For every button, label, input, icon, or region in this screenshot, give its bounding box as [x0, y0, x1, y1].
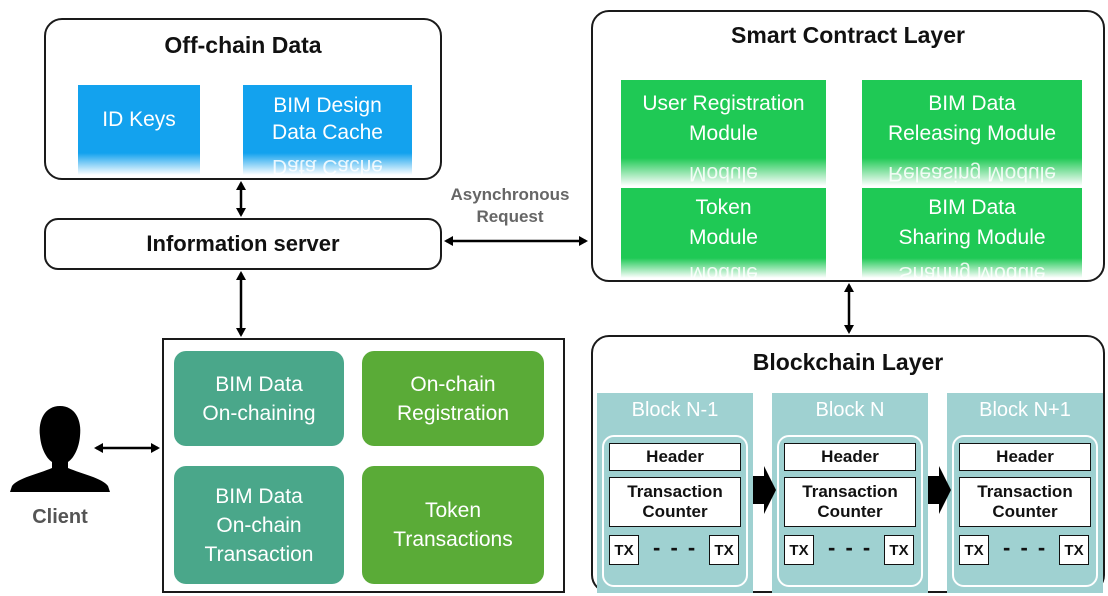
- tx-box: TX: [959, 535, 989, 565]
- design-cache-reflection: Data Cache: [243, 153, 412, 175]
- counter-line2: Counter: [992, 502, 1058, 521]
- block-inner-frame: [777, 435, 923, 587]
- block-inner-frame: [602, 435, 748, 587]
- module-label-line1: User Registration: [642, 92, 805, 115]
- block-n: Block N Header Transaction Counter TX - …: [772, 393, 928, 593]
- module-bim-sharing: BIM Data Sharing Module: [862, 188, 1082, 258]
- item-line: On-chaining: [202, 401, 316, 425]
- block-link-arrow: [753, 466, 776, 514]
- module-reflection: Module: [621, 258, 826, 278]
- counter-line1: Transaction: [977, 482, 1073, 501]
- header-box: Header: [784, 443, 916, 471]
- item-line: Transactions: [393, 528, 513, 551]
- offchain-title: Off-chain Data: [164, 32, 322, 58]
- bim-on-chain-transaction-box: BIM Data On-chain Transaction: [174, 466, 344, 584]
- header-label: Header: [646, 447, 704, 466]
- block-label: Block N+1: [979, 399, 1071, 421]
- transaction-counter-box: Transaction Counter: [959, 477, 1091, 527]
- tx-ellipsis: - - -: [828, 535, 873, 560]
- design-cache-line1: BIM Design: [273, 94, 382, 117]
- blockchain-title: Blockchain Layer: [752, 349, 944, 375]
- async-line2: Request: [476, 207, 544, 226]
- design-cache-line2: Data Cache: [272, 121, 383, 144]
- header-box: Header: [959, 443, 1091, 471]
- module-reflection: Releasing Module: [862, 158, 1082, 186]
- token-transactions-box: Token Transactions: [362, 466, 544, 584]
- tx-box: TX: [884, 535, 914, 565]
- item-line: On-chain: [216, 513, 302, 537]
- block-n-plus-1: Block N+1 Header Transaction Counter TX …: [947, 393, 1103, 593]
- transaction-counter-box: Transaction Counter: [609, 477, 741, 527]
- header-label: Header: [996, 447, 1054, 466]
- tx-label: TX: [614, 541, 634, 559]
- design-cache-box: BIM Design Data Cache: [243, 85, 412, 153]
- tx-box: TX: [609, 535, 639, 565]
- module-reflection: Module: [621, 158, 826, 186]
- id-keys-label: ID Keys: [102, 107, 176, 131]
- block-link-arrow: [928, 466, 951, 514]
- module-label-line2: Module: [689, 122, 758, 145]
- information-server-label: Information server: [146, 231, 340, 256]
- tx-box: TX: [1059, 535, 1089, 565]
- async-line1: Asynchronous: [450, 185, 570, 204]
- item-line: BIM Data: [215, 372, 303, 396]
- bim-on-chaining-box: BIM Data On-chaining: [174, 351, 344, 446]
- counter-line2: Counter: [642, 502, 708, 521]
- module-reflection: Sharing Module: [862, 258, 1082, 278]
- module-label-line2: Module: [689, 226, 758, 249]
- counter-line2: Counter: [817, 502, 883, 521]
- transaction-counter-box: Transaction Counter: [784, 477, 916, 527]
- tx-ellipsis: - - -: [1003, 535, 1048, 560]
- header-label: Header: [821, 447, 879, 466]
- item-line: Transaction: [204, 542, 314, 566]
- module-label-line1: BIM Data: [928, 92, 1016, 115]
- async-request-label: Asynchronous Request: [430, 184, 590, 228]
- smart-contract-title: Smart Contract Layer: [731, 22, 965, 48]
- id-keys-reflection: [78, 153, 200, 175]
- module-token: Token Module: [621, 188, 826, 258]
- module-label-line1: Token: [695, 196, 752, 219]
- item-line: Registration: [396, 401, 510, 425]
- module-user-registration: User Registration Module: [621, 80, 826, 158]
- tx-label: TX: [714, 541, 734, 559]
- tx-label: TX: [889, 541, 909, 559]
- header-box: Header: [609, 443, 741, 471]
- tx-label: TX: [964, 541, 984, 559]
- information-server: Information server: [44, 218, 442, 270]
- tx-box: TX: [784, 535, 814, 565]
- tx-box: TX: [709, 535, 739, 565]
- module-label-line1: BIM Data: [928, 196, 1016, 219]
- block-label: Block N: [815, 399, 885, 421]
- item-line: Token: [424, 499, 482, 522]
- module-label-line2: Releasing Module: [887, 122, 1057, 145]
- counter-line1: Transaction: [627, 482, 723, 501]
- block-n-minus-1: Block N-1 Header Transaction Counter TX …: [597, 393, 753, 593]
- client-label: Client: [32, 506, 88, 528]
- tx-label: TX: [1064, 541, 1084, 559]
- counter-line1: Transaction: [802, 482, 898, 501]
- item-line: On-chain: [410, 372, 496, 396]
- module-label-line2: Sharing Module: [898, 226, 1046, 249]
- tx-label: TX: [789, 541, 809, 559]
- block-inner-frame: [952, 435, 1098, 587]
- id-keys-box: ID Keys: [78, 85, 200, 153]
- tx-ellipsis: - - -: [653, 535, 698, 560]
- item-line: BIM Data: [215, 484, 303, 508]
- on-chain-registration-box: On-chain Registration: [362, 351, 544, 446]
- block-label: Block N-1: [631, 399, 719, 421]
- module-bim-releasing: BIM Data Releasing Module: [862, 80, 1082, 158]
